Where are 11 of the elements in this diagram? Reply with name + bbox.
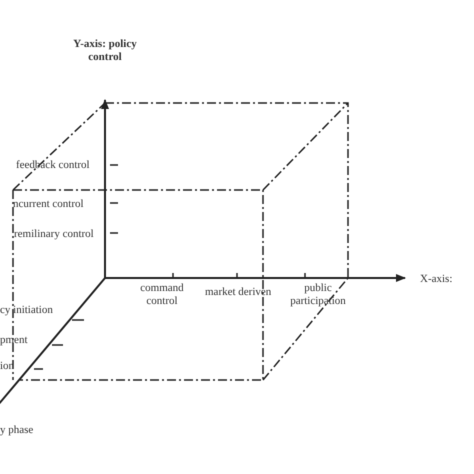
axis-label: y phase (0, 424, 34, 437)
axis-tick-label: feedback control (16, 159, 90, 172)
axis-tick-label: remilinary control (14, 228, 94, 241)
axis-label: Y-axis: policy control (72, 38, 138, 64)
axis-tick-label: cy initiation (0, 304, 53, 317)
axis-tick-label: command control (139, 282, 185, 308)
axis-tick-label: public participation (289, 282, 347, 308)
axis-label: X-axis: (420, 273, 452, 286)
axis-tick-label: pment (0, 334, 28, 347)
axis-tick-label: market deriven (205, 286, 272, 299)
axis-tick-label: ncurrent control (13, 198, 84, 211)
